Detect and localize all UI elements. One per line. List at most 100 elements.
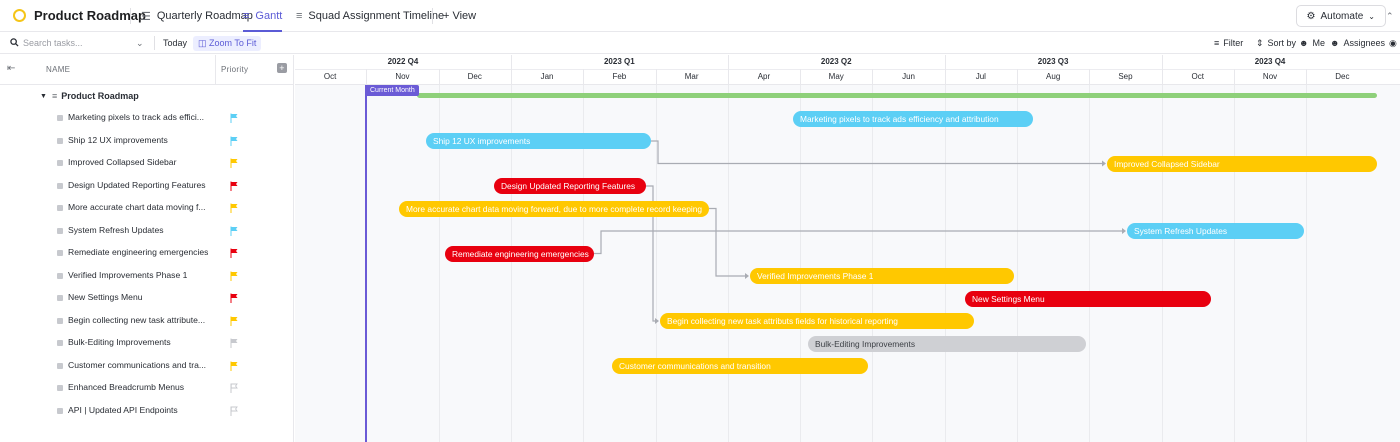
task-status-icon[interactable] (57, 362, 63, 369)
add-column-button[interactable]: + (277, 63, 287, 73)
task-name[interactable]: Remediate engineering emergencies (68, 247, 208, 257)
me-filter-button[interactable]: ☻ Me (1299, 32, 1325, 54)
gantt-bar[interactable]: More accurate chart data moving forward,… (399, 200, 709, 217)
task-row[interactable]: System Refresh Updates (0, 220, 294, 242)
collapse-list-icon[interactable]: ⇤ (7, 63, 16, 74)
assignees-button[interactable]: ☻ Assignees (1330, 32, 1385, 54)
task-status-icon[interactable] (57, 317, 63, 324)
priority-flag-icon[interactable] (230, 136, 238, 146)
task-row[interactable]: Improved Collapsed Sidebar (0, 152, 294, 174)
task-name[interactable]: Marketing pixels to track ads effici... (68, 112, 204, 122)
user-icon: ☻ (1299, 38, 1309, 48)
chevron-down-icon[interactable]: ⌄ (136, 37, 144, 48)
space-icon (13, 9, 26, 22)
task-status-icon[interactable] (57, 227, 63, 234)
task-status-icon[interactable] (57, 205, 63, 211)
task-row[interactable]: Design Updated Reporting Features (0, 175, 294, 197)
task-status-icon[interactable] (57, 182, 63, 189)
task-row[interactable]: Bulk-Editing Improvements (0, 332, 294, 354)
tab-quarterly-roadmap[interactable]: ☰ Quarterly Roadmap (141, 0, 253, 32)
task-status-icon[interactable] (57, 295, 63, 301)
task-status-icon[interactable] (57, 385, 63, 391)
gantt-bar[interactable]: Begin collecting new task attributs fiel… (660, 313, 974, 329)
filter-button[interactable]: ≡ Filter (1214, 32, 1243, 54)
task-status-icon[interactable] (57, 137, 63, 144)
name-column-header[interactable]: NAME (46, 65, 71, 74)
task-name[interactable]: System Refresh Updates (68, 224, 164, 235)
task-status-icon[interactable] (57, 160, 63, 166)
search-input[interactable] (23, 38, 128, 48)
gantt-bar[interactable]: Verified Improvements Phase 1 (750, 268, 1014, 284)
task-status-icon[interactable] (57, 250, 63, 256)
search-box[interactable]: ⌄ (10, 32, 144, 54)
task-status-icon[interactable] (57, 407, 63, 414)
priority-flag-icon[interactable] (230, 248, 238, 258)
task-row[interactable]: Marketing pixels to track ads effici... (0, 107, 294, 129)
visibility-icon[interactable]: ◉ (1389, 37, 1397, 48)
zoom-to-fit-button[interactable]: ◫ Zoom To Fit (193, 32, 262, 54)
today-label: Today (163, 38, 188, 48)
toolbar: ⌄ Today ◫ Zoom To Fit ≡ Filter ⇕ Sort by… (0, 32, 1400, 54)
priority-flag-icon[interactable] (230, 113, 238, 123)
priority-flag-icon[interactable] (230, 406, 238, 416)
task-name[interactable]: Verified Improvements Phase 1 (68, 269, 188, 280)
task-row[interactable]: New Settings Menu (0, 287, 294, 309)
task-row[interactable]: Customer communications and tra... (0, 355, 294, 377)
tab-gantt[interactable]: ≡ Gantt (243, 0, 283, 32)
group-progress-bar[interactable] (417, 93, 1377, 98)
task-name[interactable]: API | Updated API Endpoints (68, 404, 178, 415)
automate-button[interactable]: ⚙ Automate ⌄ (1295, 5, 1386, 27)
task-status-icon[interactable] (57, 272, 63, 279)
collapse-header-icon[interactable]: ⌃ (1386, 11, 1394, 21)
group-row-product-roadmap[interactable]: ▼ ≡ Product Roadmap (0, 85, 294, 107)
gantt-bar[interactable]: Bulk-Editing Improvements (808, 335, 1086, 352)
task-name[interactable]: Ship 12 UX improvements (68, 134, 168, 145)
gantt-bar[interactable]: Design Updated Reporting Features (494, 178, 646, 194)
task-name[interactable]: More accurate chart data moving f... (68, 202, 206, 212)
gantt-bar[interactable]: Ship 12 UX improvements (426, 133, 651, 149)
task-row[interactable]: API | Updated API Endpoints (0, 400, 294, 422)
task-status-icon[interactable] (57, 115, 63, 121)
gantt-bar[interactable]: Remediate engineering emergencies (445, 245, 594, 262)
priority-flag-icon[interactable] (230, 361, 238, 371)
priority-flag-icon[interactable] (230, 181, 238, 191)
month-divider (1161, 69, 1163, 85)
task-name[interactable]: Enhanced Breadcrumb Menus (68, 382, 185, 392)
search-icon (10, 37, 19, 49)
today-button[interactable]: Today (163, 32, 187, 54)
task-name[interactable]: Customer communications and tra... (68, 359, 207, 370)
task-name[interactable]: Design Updated Reporting Features (68, 179, 206, 190)
priority-flag-icon[interactable] (230, 203, 238, 213)
task-status-icon[interactable] (57, 340, 63, 346)
grid-line (583, 85, 585, 442)
tab-squad-assignment-timeline[interactable]: ≡ Squad Assignment Timeline (296, 0, 444, 32)
task-name[interactable]: Improved Collapsed Sidebar (68, 157, 177, 167)
me-label: Me (1312, 38, 1325, 48)
task-row[interactable]: More accurate chart data moving f... (0, 197, 294, 219)
task-name[interactable]: Begin collecting new task attribute... (68, 314, 206, 325)
task-name[interactable]: Bulk-Editing Improvements (68, 337, 171, 347)
task-row[interactable]: Enhanced Breadcrumb Menus (0, 377, 294, 399)
priority-flag-icon[interactable] (230, 338, 238, 348)
task-row[interactable]: Ship 12 UX improvements (0, 130, 294, 152)
gantt-bar[interactable]: New Settings Menu (965, 290, 1211, 307)
gantt-bar[interactable]: Marketing pixels to track ads efficiency… (793, 110, 1033, 127)
priority-flag-icon[interactable] (230, 293, 238, 303)
add-view-button[interactable]: + View (443, 0, 476, 32)
priority-column-header[interactable]: Priority (221, 65, 249, 74)
priority-flag-icon[interactable] (230, 158, 238, 168)
gantt-bar[interactable]: Improved Collapsed Sidebar (1107, 155, 1377, 172)
priority-flag-icon[interactable] (230, 226, 238, 236)
task-row[interactable]: Begin collecting new task attribute... (0, 310, 294, 332)
caret-down-icon[interactable]: ▼ (40, 92, 47, 100)
task-row[interactable]: Remediate engineering emergencies (0, 242, 294, 264)
month-label: Oct (323, 72, 337, 81)
gantt-bar[interactable]: Customer communications and transition (612, 358, 868, 374)
task-row[interactable]: Verified Improvements Phase 1 (0, 265, 294, 287)
priority-flag-icon[interactable] (230, 383, 238, 393)
sort-button[interactable]: ⇕ Sort by (1256, 32, 1296, 54)
priority-flag-icon[interactable] (230, 316, 238, 326)
task-name[interactable]: New Settings Menu (68, 292, 143, 302)
priority-flag-icon[interactable] (230, 271, 238, 281)
gantt-bar[interactable]: System Refresh Updates (1127, 223, 1304, 239)
